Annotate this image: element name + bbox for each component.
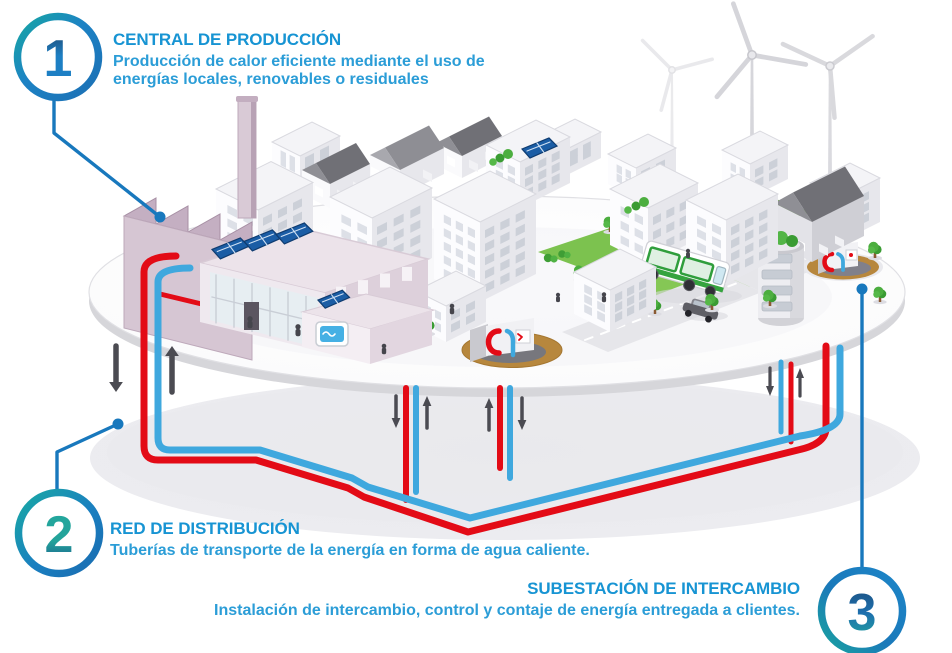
lower-platform (90, 376, 920, 540)
step-1-title: CENTRAL DE PRODUCCIÓN (113, 30, 342, 49)
badge-3-number: 3 (848, 584, 877, 642)
step-1-label: CENTRAL DE PRODUCCIÓN Producción de calo… (113, 30, 549, 89)
heat-pipe-network (109, 252, 844, 536)
step-badges: 1 2 3 (13, 12, 907, 653)
substation-cutaway-icon (461, 242, 883, 368)
step-1-description: Producción de calor eficiente mediante e… (113, 53, 485, 88)
step-2-title: RED DE DISTRIBUCIÓN (110, 519, 300, 538)
step-2-label: RED DE DISTRIBUCIÓN Tuberías de transpor… (110, 519, 690, 560)
step-2-description: Tuberías de transporte de la energía en … (110, 542, 590, 559)
callout-lines (52, 95, 868, 572)
badge-3: 3 (817, 566, 907, 653)
badge-2: 2 (14, 488, 104, 578)
step-3-description: Instalación de intercambio, control y co… (214, 602, 800, 619)
badge-1-number: 1 (44, 30, 73, 88)
step-3-title: SUBESTACIÓN DE INTERCAMBIO (527, 579, 800, 598)
step-3-label: SUBESTACIÓN DE INTERCAMBIO Instalación d… (120, 579, 800, 620)
badge-2-number: 2 (45, 506, 74, 564)
badge-1: 1 (13, 12, 103, 102)
city-buildings (122, 96, 887, 364)
